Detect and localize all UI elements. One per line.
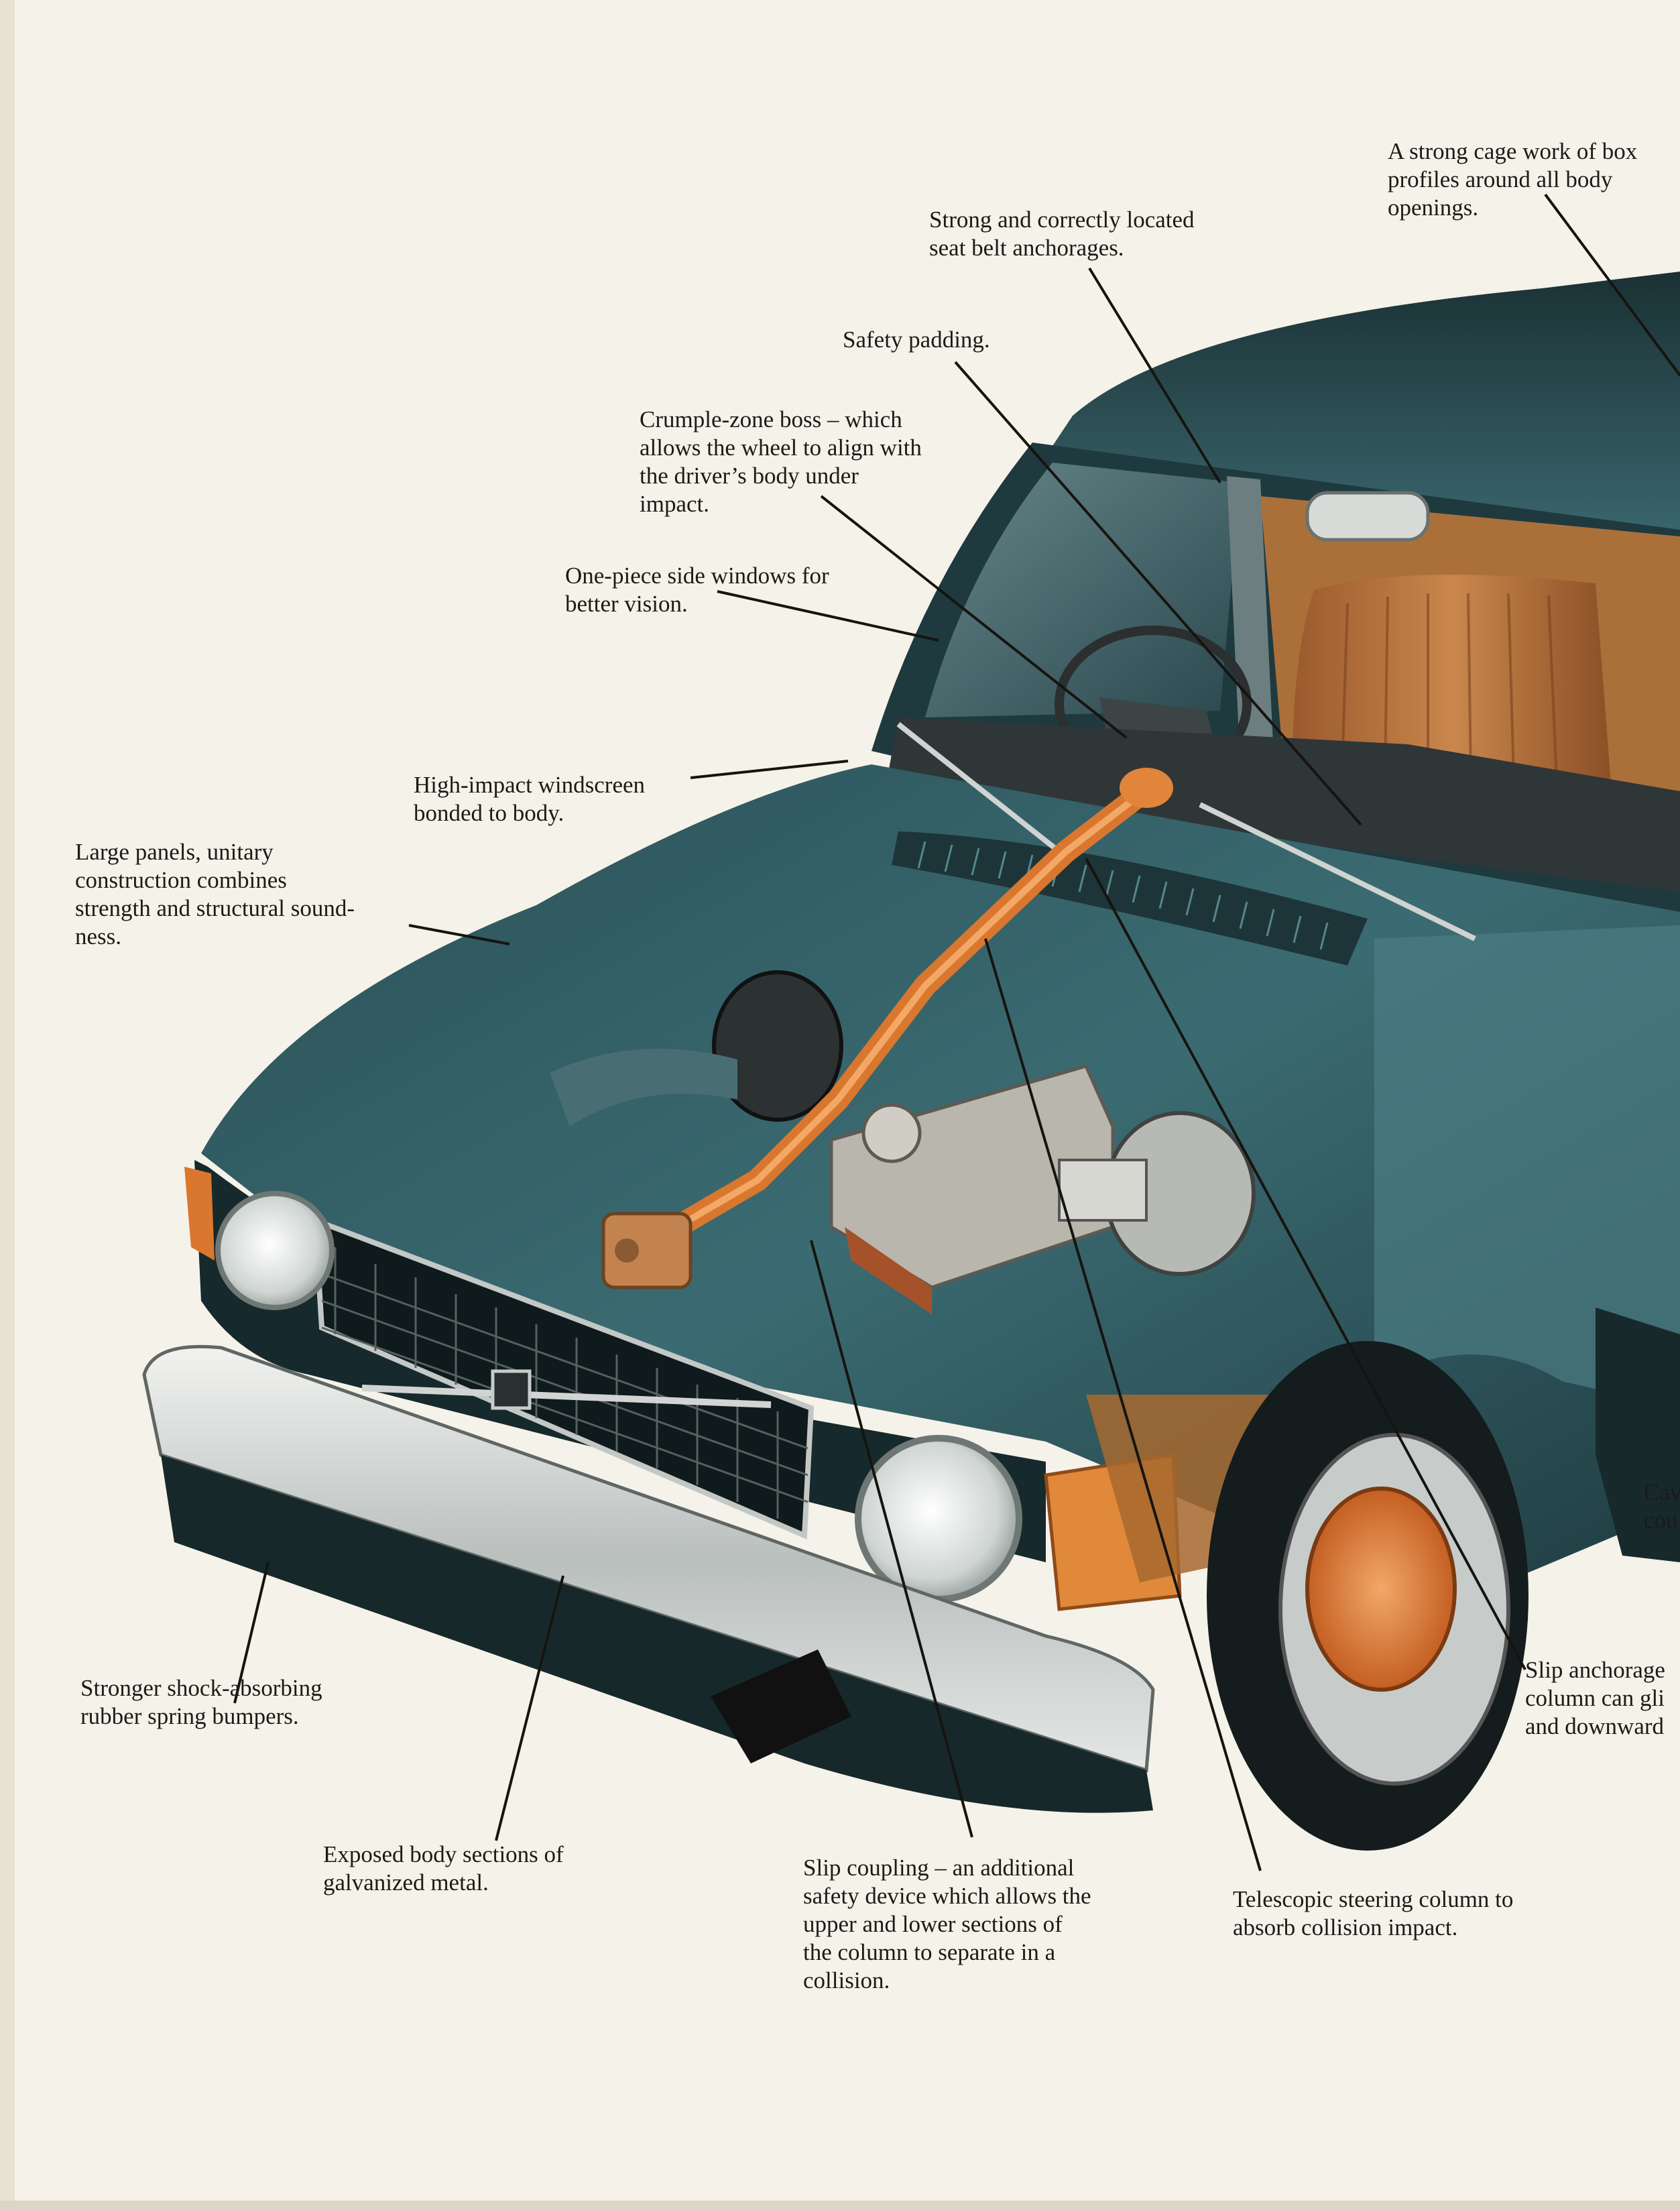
leader-windows bbox=[717, 590, 939, 642]
leader-telescopic bbox=[984, 938, 1262, 1871]
leader-windscreen bbox=[690, 760, 849, 779]
callout-padding: Safety padding. bbox=[843, 327, 990, 353]
rear-view-mirror bbox=[1305, 491, 1430, 542]
brake-disc bbox=[1305, 1487, 1457, 1692]
leader-anchorages bbox=[1088, 267, 1221, 484]
callout-slip-anchorage: Slip anchorage column can gli and downwa… bbox=[1525, 1657, 1665, 1739]
cowl-vent bbox=[892, 831, 1368, 966]
air-filter bbox=[712, 970, 843, 1122]
left-headlamp bbox=[215, 1191, 335, 1310]
bumper-rubber bbox=[161, 1455, 1153, 1813]
leader-crumple bbox=[820, 495, 1128, 739]
leader-slip-anchorage bbox=[1085, 858, 1526, 1670]
callout-telescopic: Telescopic steering column to absorb col… bbox=[1233, 1886, 1514, 1940]
callout-cavity: Cav cou bbox=[1644, 1479, 1680, 1533]
callout-slip-coupling: Slip coupling – an additional safety dev… bbox=[803, 1855, 1091, 1993]
callout-galvanized: Exposed body sections of galvanized meta… bbox=[323, 1841, 564, 1896]
leader-panels bbox=[408, 924, 510, 945]
callout-cage: A strong cage work of box profiles aroun… bbox=[1388, 138, 1638, 221]
leader-cage bbox=[1544, 193, 1680, 377]
callout-crumple: Crumple-zone boss – which allows the whe… bbox=[640, 406, 922, 517]
leader-galvanized bbox=[495, 1575, 564, 1841]
page-bottom-edge bbox=[0, 2201, 1680, 2210]
callout-windows: One-piece side windows for better vision… bbox=[565, 563, 829, 617]
leader-bumpers bbox=[233, 1562, 269, 1704]
windscreen-glass bbox=[925, 463, 1240, 717]
grille-badge bbox=[491, 1369, 532, 1410]
front-bumper bbox=[142, 1344, 1155, 1773]
radiator-grille bbox=[312, 1216, 815, 1539]
page-edge-shadow bbox=[0, 0, 15, 2210]
front-nose bbox=[194, 1160, 1046, 1562]
tow-eye bbox=[711, 1649, 851, 1763]
leader-padding bbox=[954, 361, 1362, 826]
callout-panels: Large panels, unitary construction combi… bbox=[75, 839, 355, 949]
leader-slip-coupling bbox=[810, 1240, 973, 1838]
callout-anchorages: Strong and correctly located seat belt a… bbox=[929, 207, 1195, 261]
callout-bumpers: Stronger shock-absorbing rubber spring b… bbox=[80, 1675, 322, 1729]
steering-box bbox=[601, 1212, 693, 1289]
callout-windscreen: High-impact windscreen bonded to body. bbox=[414, 772, 646, 826]
